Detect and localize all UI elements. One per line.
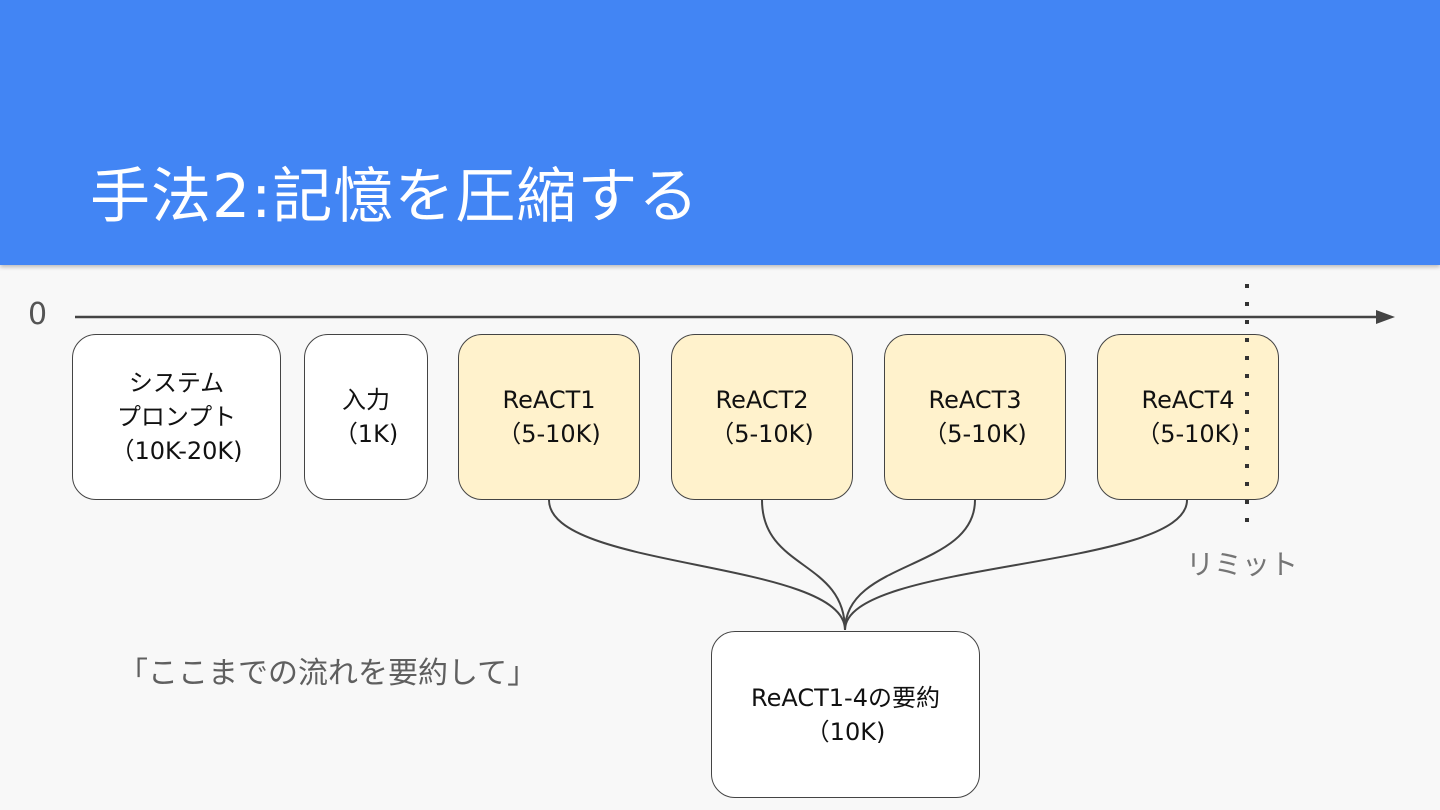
axis-origin-label: 0 (28, 297, 48, 332)
block-line: （10K-20K) (110, 437, 243, 465)
summary-line: ReACT1-4の要約 (751, 683, 940, 712)
block-line: 入力 (342, 386, 390, 414)
slide-title: 手法2:記憶を圧縮する (90, 162, 700, 232)
title-bar: 手法2:記憶を圧縮する (0, 0, 1440, 265)
block-line: （5-10K) (1136, 420, 1240, 448)
block-line: ReACT1 (502, 386, 596, 414)
connector-react3 (844, 499, 976, 631)
summary-line: （10K) (805, 717, 886, 746)
summarize-instruction: 「ここまでの流れを要約して」 (118, 656, 538, 691)
block-input: 入力 （1K) (304, 334, 428, 500)
block-react4: ReACT4 （5-10K) (1097, 334, 1279, 500)
block-line: システム (128, 369, 225, 397)
connector-react1 (548, 499, 846, 631)
block-summary: ReACT1-4の要約 （10K) (711, 631, 980, 798)
connector-react2 (761, 499, 846, 631)
block-system-prompt: システム プロンプト （10K-20K) (72, 334, 281, 500)
block-line: ReACT4 (1141, 386, 1235, 414)
block-line: （5-10K) (923, 420, 1027, 448)
block-line: ReACT2 (715, 386, 809, 414)
block-react2: ReACT2 （5-10K) (671, 334, 853, 500)
block-line: （5-10K) (497, 420, 601, 448)
block-line: （1K) (333, 420, 399, 448)
connector-react4 (844, 499, 1188, 631)
block-react1: ReACT1 （5-10K) (458, 334, 640, 500)
limit-label: リミット (1186, 548, 1299, 581)
block-line: プロンプト (116, 403, 237, 431)
block-react3: ReACT3 （5-10K) (884, 334, 1066, 500)
block-line: ReACT3 (928, 386, 1022, 414)
block-line: （5-10K) (710, 420, 814, 448)
timeline-arrowhead (1376, 310, 1395, 324)
